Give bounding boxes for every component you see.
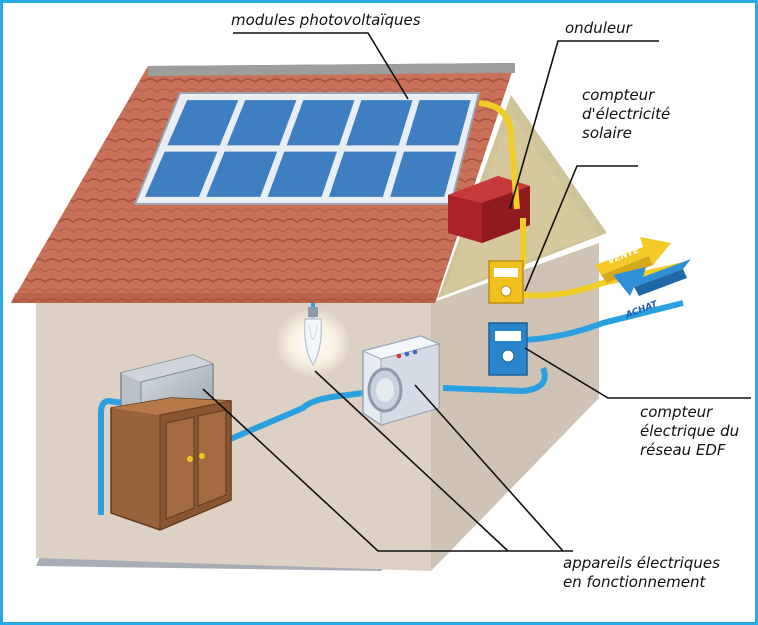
solar-cell bbox=[267, 151, 337, 197]
solar-cell bbox=[206, 151, 278, 197]
solar-cell bbox=[390, 151, 457, 197]
leader-washer bbox=[414, 384, 564, 552]
leader-modules bbox=[233, 32, 409, 100]
house-illustration: VENTE ACHAT bbox=[11, 32, 751, 571]
vente-arrow: VENTE bbox=[595, 237, 671, 283]
cabinet bbox=[110, 397, 232, 531]
achat-label: ACHAT bbox=[624, 299, 660, 321]
leader-lamp bbox=[314, 370, 509, 552]
light-bulb bbox=[275, 307, 351, 378]
solar-cell bbox=[346, 100, 413, 146]
leader-onduleur bbox=[509, 40, 659, 210]
label-appareils: appareils électriques en fonctionnement bbox=[563, 554, 720, 591]
leader-compteur-edf bbox=[524, 347, 751, 399]
label-modules: modules photovoltaïques bbox=[231, 11, 421, 29]
label-compteur-edf: compteur électrique du réseau EDF bbox=[640, 403, 740, 459]
label-compteur-solaire: compteur d'électricité solaire bbox=[582, 86, 671, 142]
solar-panel-array bbox=[133, 92, 481, 205]
leader-compteur-solaire bbox=[524, 165, 638, 292]
solar-cell bbox=[405, 100, 471, 146]
solar-cell bbox=[167, 100, 239, 146]
washing-machine bbox=[361, 335, 441, 426]
leader-lines bbox=[202, 32, 751, 552]
solar-meter bbox=[488, 260, 524, 304]
solar-cell bbox=[145, 151, 218, 197]
label-onduleur: onduleur bbox=[565, 19, 632, 37]
solar-cell bbox=[328, 151, 397, 197]
edf-meter bbox=[488, 322, 528, 376]
solar-cell bbox=[286, 100, 355, 146]
side-wall bbox=[431, 243, 599, 571]
solar-cell bbox=[227, 100, 297, 146]
